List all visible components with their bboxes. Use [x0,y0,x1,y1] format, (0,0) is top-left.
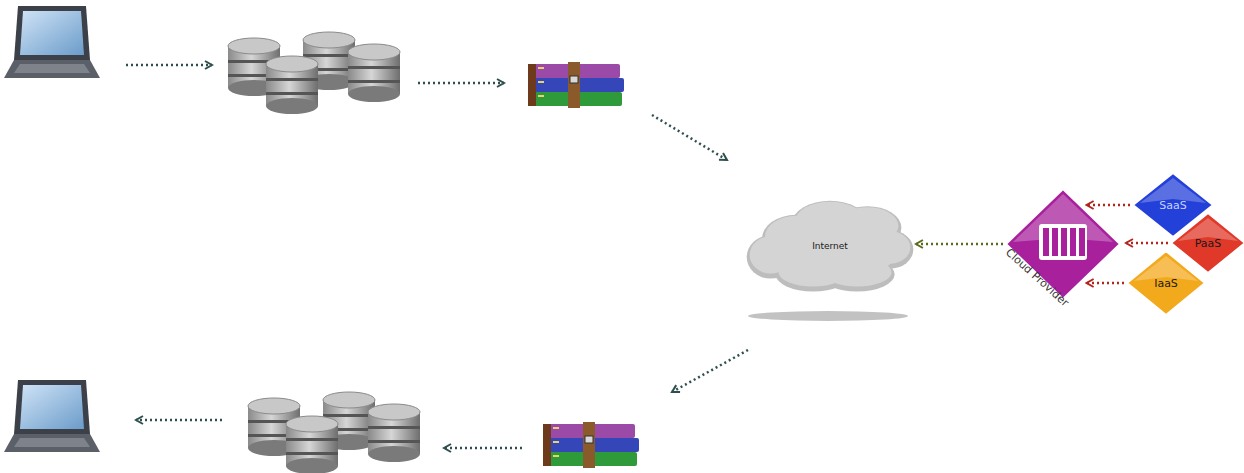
laptop-icon [4,380,100,452]
node-label: SaaS [1159,199,1186,212]
node-shape [1005,188,1121,300]
provider-diamond: Cloud Provider [1005,188,1121,300]
archive-icon [543,422,639,468]
dotted-arrow [1126,242,1168,245]
cloud-shadow [748,311,908,321]
dotted-arrow [1087,204,1130,207]
service-diamond: IaaS [1126,250,1206,316]
dotted-arrow [916,243,1003,246]
node-label: PaaS [1195,237,1222,250]
database-icon [228,32,400,114]
node-label: IaaS [1154,277,1178,290]
archive-icon [528,62,624,108]
node-label: Internet [812,241,848,251]
laptop-icon [4,6,100,78]
flow-arrow [126,65,748,448]
dotted-arrow [1087,282,1124,285]
cloud-node: Internet [745,190,915,298]
database-icon [248,392,420,473]
